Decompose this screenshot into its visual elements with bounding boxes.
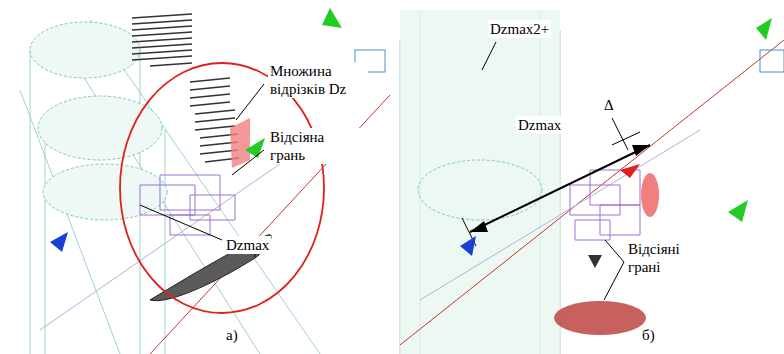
annotation-label: а) bbox=[224, 326, 240, 344]
section-ellipse bbox=[43, 164, 167, 220]
arrowhead bbox=[470, 221, 488, 232]
delta-line bbox=[612, 118, 628, 150]
rejected-face bbox=[554, 301, 646, 335]
axis-cone-green bbox=[322, 8, 342, 28]
dimension-line bbox=[470, 145, 650, 232]
rejected-face bbox=[150, 235, 271, 301]
axis-cone-green bbox=[245, 138, 265, 158]
annotation-label: Dzmax2+ bbox=[488, 20, 551, 38]
highlight-face bbox=[230, 118, 250, 168]
annotation-label: б) bbox=[640, 326, 657, 344]
axis-cone-blue bbox=[460, 236, 476, 256]
section-ellipse bbox=[30, 22, 140, 78]
rejected-face bbox=[641, 173, 659, 217]
part-wireframe bbox=[570, 170, 640, 240]
section-ellipse bbox=[38, 96, 162, 160]
leader-line bbox=[604, 262, 624, 300]
part-wireframe bbox=[760, 50, 784, 72]
red-pointer bbox=[620, 164, 640, 178]
arrowhead bbox=[632, 145, 650, 156]
leader-line bbox=[605, 240, 624, 262]
delta-line bbox=[612, 132, 640, 145]
annotation-label: Відсіяні грані bbox=[626, 240, 710, 276]
panel-a bbox=[20, 8, 390, 354]
axis-line bbox=[400, 40, 784, 345]
leader-line bbox=[140, 205, 222, 240]
annotation-label: Відсіяна грань bbox=[268, 128, 360, 164]
leader-line bbox=[232, 150, 264, 175]
panel-b bbox=[400, 10, 784, 354]
selection-outline bbox=[120, 63, 324, 313]
axis-cone-blue bbox=[50, 232, 68, 252]
annotation-label: Множина відрізків Dz bbox=[268, 62, 368, 98]
axis-cone-green bbox=[728, 200, 748, 222]
section-ellipse bbox=[418, 160, 542, 220]
leader-line bbox=[482, 42, 496, 70]
annotation-label: Δ bbox=[602, 96, 616, 114]
annotation-label: Dzmax bbox=[516, 116, 563, 134]
axis-cone-green bbox=[756, 18, 772, 40]
segment-set bbox=[132, 14, 192, 66]
leader-line bbox=[236, 84, 264, 120]
annotation-label: Dzmax bbox=[224, 236, 271, 254]
part-wireframe bbox=[140, 175, 235, 235]
cylinder-wireframe bbox=[400, 10, 560, 354]
cylinder-body bbox=[400, 10, 560, 354]
dark-marker bbox=[588, 255, 602, 268]
